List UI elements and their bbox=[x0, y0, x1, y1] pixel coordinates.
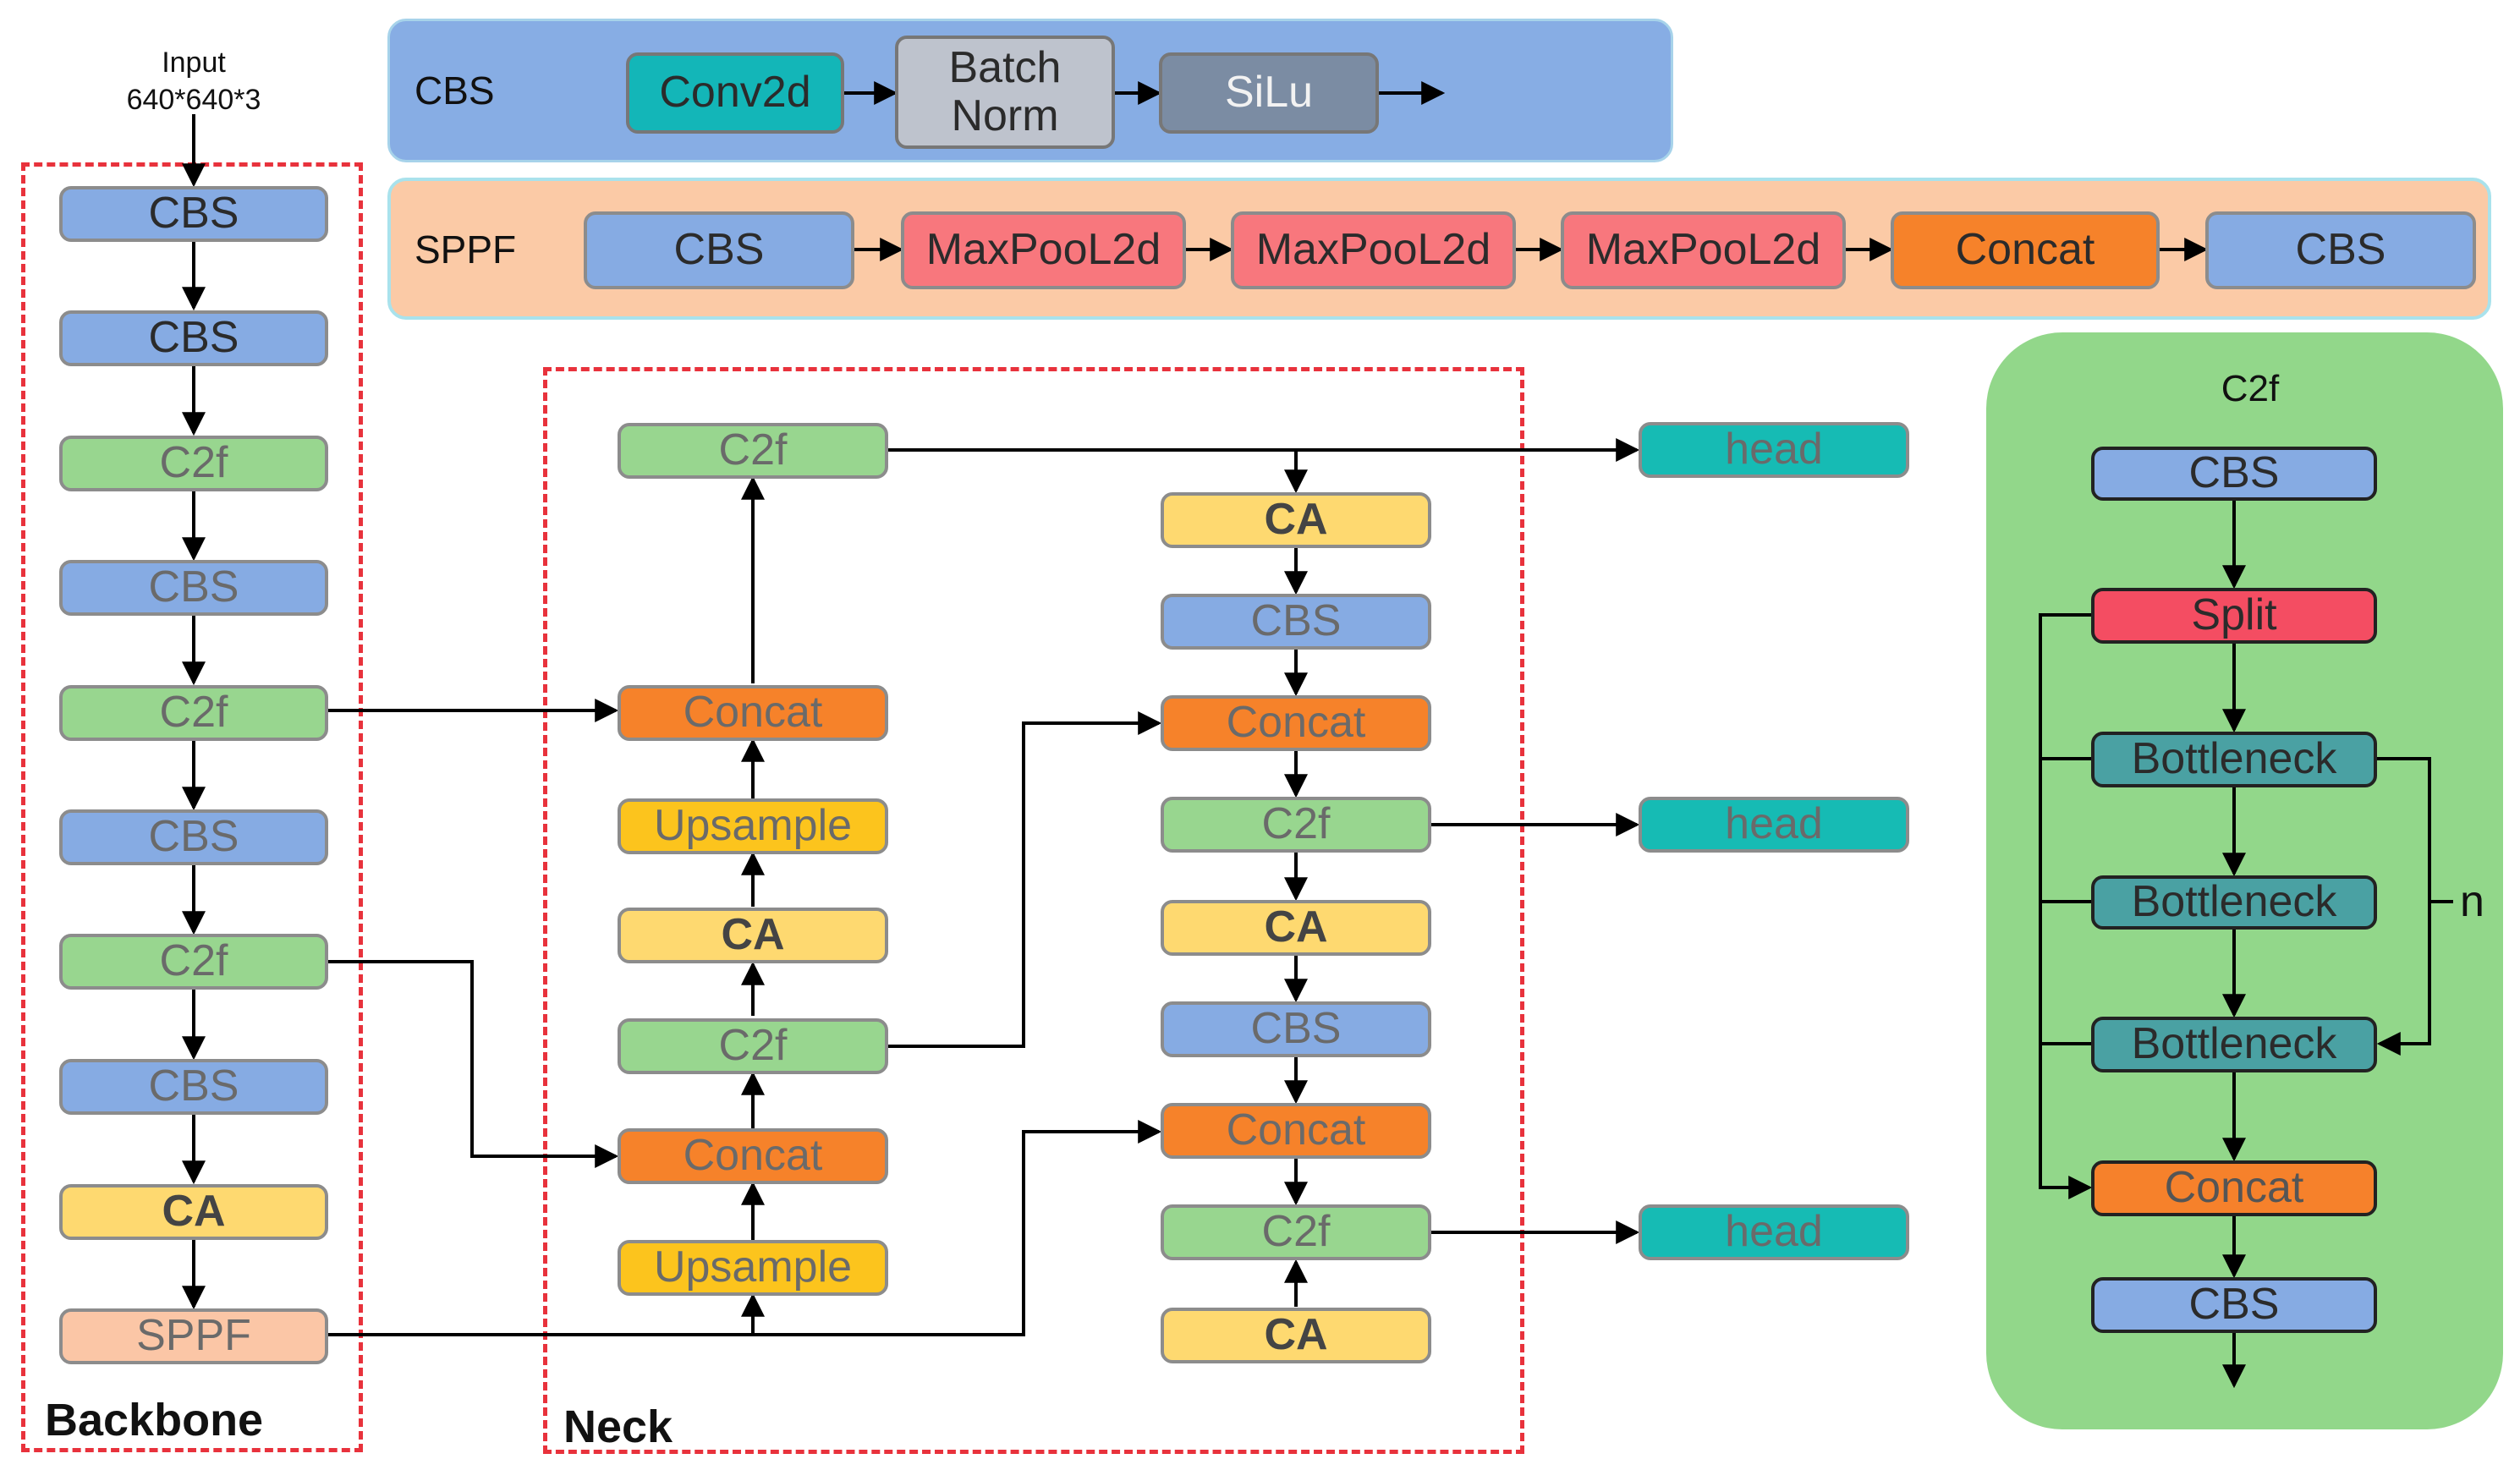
c2f-repeat-label: n bbox=[2460, 877, 2484, 926]
neck-left-c2f-mid: C2f bbox=[618, 1018, 888, 1074]
backbone-cbs-5: CBS bbox=[59, 1059, 328, 1115]
backbone-cbs-1: CBS bbox=[59, 186, 328, 242]
backbone-sppf: SPPF bbox=[59, 1308, 328, 1364]
neck-left-upsample-1: Upsample bbox=[618, 798, 888, 854]
silu-block: SiLu bbox=[1159, 52, 1379, 134]
sppf-concat-block: Concat bbox=[1891, 211, 2160, 289]
input-title: Input bbox=[162, 47, 226, 79]
neck-right-c2f-1: C2f bbox=[1161, 797, 1431, 853]
neck-left-upsample-2: Upsample bbox=[618, 1240, 888, 1296]
c2f-split: Split bbox=[2091, 588, 2377, 644]
head-block-3: head bbox=[1639, 1204, 1909, 1260]
neck-right-c2f-2: C2f bbox=[1161, 1204, 1431, 1260]
input-size: 640*640*3 bbox=[126, 84, 261, 116]
backbone-c2f-3: C2f bbox=[59, 934, 328, 990]
backbone-cbs-2: CBS bbox=[59, 310, 328, 366]
cbs-panel-label: CBS bbox=[415, 69, 495, 112]
batchnorm-line2: Norm bbox=[951, 91, 1059, 140]
sppf-cbs-out-block: CBS bbox=[2205, 211, 2476, 289]
c2f-panel-title: C2f bbox=[2221, 368, 2280, 409]
input-label: Input 640*640*3 bbox=[109, 44, 278, 118]
backbone-label: Backbone bbox=[45, 1395, 264, 1445]
c2f-bottleneck-2: Bottleneck bbox=[2091, 875, 2377, 930]
neck-right-concat-1: Concat bbox=[1161, 695, 1431, 751]
backbone-cbs-4: CBS bbox=[59, 809, 328, 865]
c2f-concat: Concat bbox=[2091, 1160, 2377, 1216]
neck-right-ca-3: CA bbox=[1161, 1308, 1431, 1363]
maxpool-block-1: MaxPooL2d bbox=[901, 211, 1186, 289]
sppf-cbs-in-block: CBS bbox=[584, 211, 854, 289]
neck-label: Neck bbox=[563, 1401, 673, 1452]
neck-left-ca: CA bbox=[618, 908, 888, 963]
neck-right-cbs-2: CBS bbox=[1161, 1001, 1431, 1057]
head-block-1: head bbox=[1639, 422, 1909, 478]
neck-right-ca-2: CA bbox=[1161, 900, 1431, 956]
c2f-cbs-out: CBS bbox=[2091, 1277, 2377, 1333]
maxpool-block-3: MaxPooL2d bbox=[1561, 211, 1846, 289]
c2f-bottleneck-1: Bottleneck bbox=[2091, 732, 2377, 787]
neck-left-concat-1: Concat bbox=[618, 685, 888, 741]
neck-right-cbs-1: CBS bbox=[1161, 594, 1431, 650]
backbone-c2f-2: C2f bbox=[59, 685, 328, 741]
neck-left-c2f-top: C2f bbox=[618, 423, 888, 479]
c2f-cbs-in: CBS bbox=[2091, 447, 2377, 501]
neck-right-ca-1: CA bbox=[1161, 492, 1431, 548]
backbone-cbs-3: CBS bbox=[59, 560, 328, 616]
neck-left-concat-2: Concat bbox=[618, 1128, 888, 1184]
neck-right-concat-2: Concat bbox=[1161, 1103, 1431, 1159]
sppf-panel-label: SPPF bbox=[415, 228, 517, 272]
batchnorm-line1: Batch bbox=[948, 42, 1062, 92]
head-block-2: head bbox=[1639, 797, 1909, 853]
maxpool-block-2: MaxPooL2d bbox=[1231, 211, 1516, 289]
backbone-c2f-1: C2f bbox=[59, 436, 328, 491]
batchnorm-block: Batch Norm bbox=[895, 36, 1115, 149]
c2f-bottleneck-3: Bottleneck bbox=[2091, 1017, 2377, 1072]
conv2d-block: Conv2d bbox=[626, 52, 844, 134]
backbone-ca: CA bbox=[59, 1184, 328, 1240]
neck-region bbox=[543, 367, 1524, 1454]
